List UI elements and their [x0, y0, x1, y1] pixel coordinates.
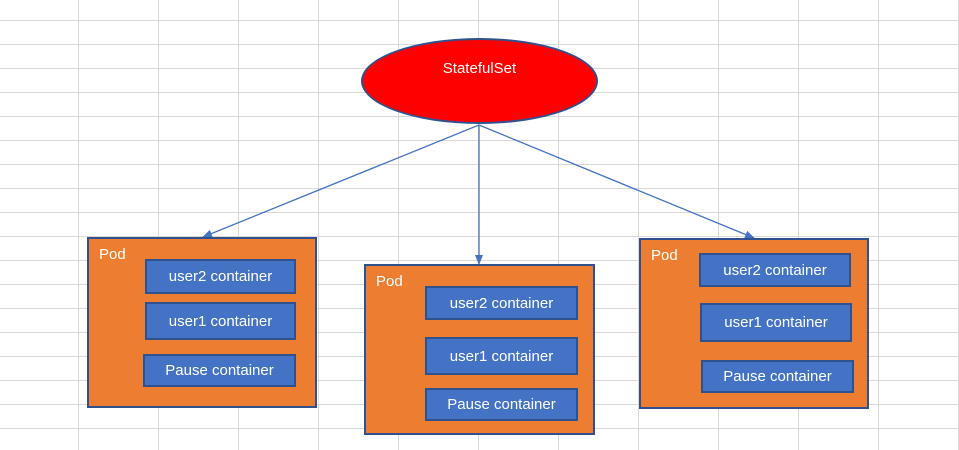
user1-container-box: user1 container	[700, 303, 852, 342]
user2-container-box: user2 container	[699, 253, 851, 287]
edge-statefulset-pod-1	[202, 124, 480, 238]
pod-node-1: Pod user2 container user1 container Paus…	[87, 237, 317, 408]
pod-label: Pod	[99, 246, 126, 263]
pause-container-box: Pause container	[143, 354, 296, 387]
user1-container-box: user1 container	[145, 302, 296, 340]
user1-container-box: user1 container	[425, 337, 578, 375]
edge-statefulset-pod-3	[478, 124, 755, 239]
pod-label: Pod	[376, 273, 403, 290]
pod-node-2: Pod user2 container user1 container Paus…	[364, 264, 595, 435]
user2-container-box: user2 container	[425, 286, 578, 320]
user2-container-box: user2 container	[145, 259, 296, 294]
statefulset-label: StatefulSet	[442, 59, 517, 77]
pod-label: Pod	[651, 247, 678, 264]
statefulset-node: StatefulSet	[361, 38, 598, 124]
pause-container-box: Pause container	[425, 388, 578, 421]
pause-container-box: Pause container	[701, 360, 854, 393]
pod-node-3: Pod user2 container user1 container Paus…	[639, 238, 869, 409]
